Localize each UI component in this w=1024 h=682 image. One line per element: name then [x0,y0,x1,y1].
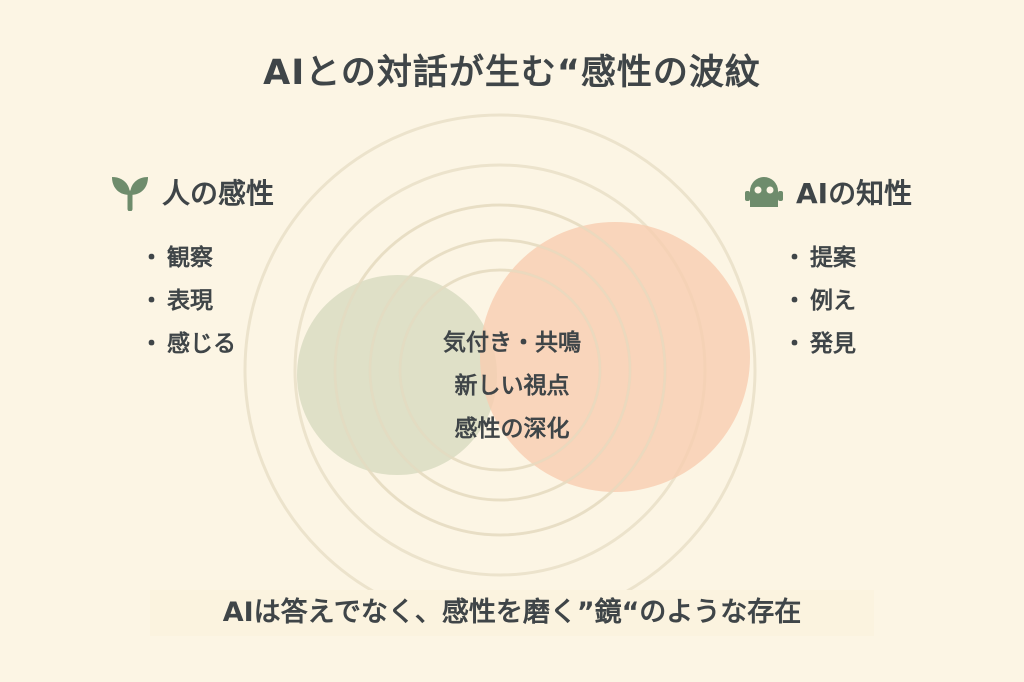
overlap-line: 気付き・共鳴 [443,330,581,356]
ai-heading-label: AIの知性 [796,177,913,210]
human-heading: 人の感性 [110,172,274,212]
footer-caption: AIは答えでなく、感性を磨く”鏡“のような存在 [150,590,874,636]
overlap-line: 新しい視点 [454,373,570,399]
list-item: 例え [783,280,856,323]
list-item: 表現 [140,280,236,323]
ai-heading: AIの知性 [744,172,912,212]
list-item: 提案 [783,237,856,280]
overlap-text: 気付き・共鳴 新しい視点 感性の深化 [400,322,624,451]
list-item: 感じる [140,323,236,366]
sprout-icon [112,177,148,211]
overlap-line: 感性の深化 [454,416,570,442]
ai-circle [480,222,750,492]
ai-list: 提案 例え 発見 [783,237,856,366]
list-item: 発見 [783,323,856,366]
page-title: AIとの対話が生む“感性の波紋 [263,53,761,93]
human-circle [297,275,497,475]
human-list: 観察 表現 感じる [140,237,236,366]
list-item: 観察 [140,237,236,280]
human-heading-label: 人の感性 [162,177,275,210]
robot-icon [745,177,783,207]
